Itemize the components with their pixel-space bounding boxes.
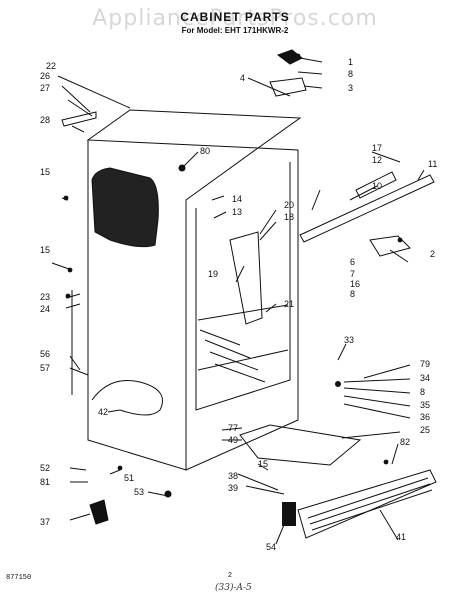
callout-6: 6	[350, 257, 356, 267]
callout-21: 21	[284, 299, 295, 309]
callout-53: 53	[134, 487, 145, 497]
toe-grille-slots	[307, 477, 433, 531]
hardware-screws	[63, 53, 403, 498]
door-stop-block	[282, 502, 296, 526]
center-bracket	[229, 231, 263, 325]
callout-13: 13	[232, 207, 243, 217]
callout-8c: 8	[420, 387, 426, 397]
screw-icon	[335, 381, 341, 387]
callout-39: 39	[228, 483, 239, 493]
callout-16: 16	[350, 279, 361, 289]
callout-82: 82	[400, 437, 411, 447]
callout-22: 22	[46, 61, 57, 71]
callout-14: 14	[232, 194, 243, 204]
screw-icon	[397, 237, 403, 243]
cabinet-front-outline	[185, 147, 299, 471]
screw-icon	[117, 465, 123, 471]
screw-icon	[63, 195, 69, 201]
callout-24: 24	[40, 304, 51, 314]
callout-42: 42	[98, 407, 109, 417]
callout-27: 27	[40, 83, 51, 93]
callout-54: 54	[266, 542, 277, 552]
callout-2: 2	[430, 249, 436, 259]
callout-26: 26	[40, 71, 51, 81]
cabinet-inner-liner	[195, 162, 291, 411]
callout-8b: 8	[350, 289, 356, 299]
diagram-subtitle: For Model: EHT 171HKWR-2	[181, 26, 289, 35]
callout-80: 80	[200, 146, 211, 156]
screw-icon	[67, 267, 73, 273]
callout-15c: 15	[258, 459, 269, 469]
drawing-code: 877150	[6, 574, 32, 582]
drip-tray	[239, 424, 362, 466]
watermark-text: AppliancePartsPros.com	[92, 6, 378, 31]
cabinet-shelf-upper	[197, 304, 289, 321]
diagram-title: CABINET PARTS	[180, 10, 290, 24]
callout-12: 12	[372, 155, 383, 165]
callout-18: 18	[284, 212, 295, 222]
callout-35: 35	[420, 400, 431, 410]
side-insulation-panel	[91, 167, 159, 248]
callout-56: 56	[40, 349, 51, 359]
callout-1: 1	[348, 57, 354, 67]
screw-icon	[295, 53, 301, 59]
callout-57: 57	[40, 363, 51, 373]
cabinet-shelf-lower	[197, 349, 289, 371]
callout-7: 7	[350, 269, 356, 279]
nut-icon	[164, 490, 172, 498]
callout-77: 77	[228, 423, 239, 433]
callout-41: 41	[396, 532, 407, 542]
callout-37: 37	[40, 517, 51, 527]
callout-36: 36	[420, 412, 431, 422]
right-support-rail	[299, 174, 435, 243]
bottom-hinge	[369, 235, 411, 257]
top-hinge-bracket	[269, 77, 307, 97]
toe-grille	[297, 469, 437, 539]
callout-34: 34	[420, 373, 431, 383]
wiring-harness	[91, 380, 163, 416]
callout-4: 4	[240, 73, 246, 83]
cabinet-top	[86, 109, 302, 149]
callout-81: 81	[40, 477, 51, 487]
callout-23: 23	[40, 292, 51, 302]
screw-icon	[65, 293, 71, 299]
screw-icon	[383, 459, 389, 465]
handwritten-note: (33)-A-5	[215, 583, 252, 593]
callout-49: 49	[228, 435, 239, 445]
callout-33: 33	[344, 335, 355, 345]
callout-3: 3	[348, 83, 354, 93]
callout-8: 8	[348, 69, 354, 79]
page-number: 2	[228, 572, 232, 579]
left-pipe	[61, 111, 97, 127]
cabinet-floor-ribs	[199, 329, 266, 383]
callout-10: 10	[372, 181, 383, 191]
leveling-leg	[89, 499, 109, 525]
callout-20: 20	[284, 200, 295, 210]
leader-lines	[51, 57, 425, 545]
callout-17: 17	[372, 143, 383, 153]
callout-19: 19	[208, 269, 219, 279]
callout-25: 25	[420, 425, 431, 435]
callout-15b: 15	[40, 245, 51, 255]
callout-15: 15	[40, 167, 51, 177]
callout-51: 51	[124, 473, 135, 483]
callout-11: 11	[428, 159, 438, 169]
plug-icon	[178, 164, 186, 172]
callout-52: 52	[40, 463, 51, 473]
callout-38: 38	[228, 471, 239, 481]
callout-79: 79	[420, 359, 431, 369]
callout-28: 28	[40, 115, 51, 125]
